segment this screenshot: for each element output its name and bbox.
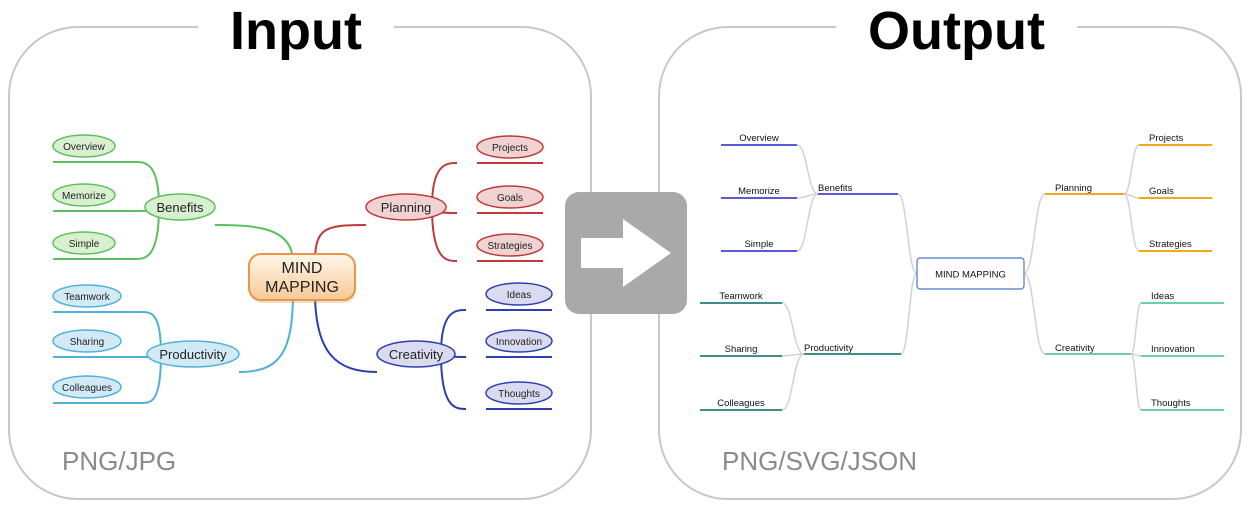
input-panel: Input PNG/JPG bbox=[8, 0, 592, 500]
node-ideas: Ideas bbox=[1151, 291, 1174, 302]
node-strategies: Strategies bbox=[1149, 239, 1192, 250]
child-connector bbox=[431, 162, 458, 208]
child-connector bbox=[134, 161, 160, 208]
child-connector bbox=[440, 309, 467, 355]
child-connector bbox=[796, 193, 819, 252]
node-simple: Simple bbox=[52, 231, 116, 255]
output-title: Output bbox=[836, 0, 1077, 62]
node-innovation: Innovation bbox=[485, 329, 553, 353]
branch-connector bbox=[314, 291, 378, 373]
node-overview: Overview bbox=[739, 133, 779, 144]
node-projects: Projects bbox=[1149, 133, 1184, 144]
node-thoughts: Thoughts bbox=[1151, 398, 1191, 409]
node-teamwork: Teamwork bbox=[719, 291, 763, 302]
node-label: Strategies bbox=[487, 241, 532, 252]
conversion-arrow bbox=[565, 192, 687, 314]
node-productivity: Productivity bbox=[804, 343, 853, 354]
child-connector bbox=[1130, 302, 1142, 355]
child-connector bbox=[781, 302, 805, 355]
child-connector bbox=[431, 206, 458, 262]
node-strategies: Strategies bbox=[476, 233, 544, 257]
node-projects: Projects bbox=[476, 135, 544, 159]
branch-connector bbox=[1023, 193, 1046, 275]
child-connector bbox=[781, 353, 805, 357]
node-overview: Overview bbox=[52, 134, 116, 158]
node-thoughts: Thoughts bbox=[485, 381, 553, 405]
child-connector bbox=[781, 353, 805, 411]
node-teamwork: Teamwork bbox=[52, 284, 122, 308]
output-connectors bbox=[781, 144, 1142, 411]
child-connector bbox=[1123, 144, 1140, 195]
node-label: Productivity bbox=[159, 347, 227, 362]
node-label: Colleagues bbox=[62, 383, 112, 394]
child-connector bbox=[440, 353, 467, 410]
node-label: Planning bbox=[381, 200, 432, 215]
node-label: Overview bbox=[63, 142, 105, 153]
child-connector bbox=[140, 353, 162, 404]
node-ideas: Ideas bbox=[485, 282, 553, 306]
branch-connector bbox=[214, 224, 294, 263]
node-label: Ideas bbox=[507, 290, 531, 301]
input-format-label: PNG/JPG bbox=[62, 446, 177, 476]
node-goals: Goals bbox=[1149, 186, 1174, 197]
node-memorize: Memorize bbox=[52, 183, 116, 207]
node-label: Goals bbox=[497, 193, 523, 204]
node-label: Simple bbox=[69, 239, 100, 250]
node-sharing: Sharing bbox=[725, 344, 758, 355]
node-colleagues: Colleagues bbox=[52, 375, 122, 399]
input-connectors bbox=[53, 161, 552, 410]
node-innovation: Innovation bbox=[1151, 344, 1195, 355]
branch-connector bbox=[1023, 272, 1046, 355]
node-label: Thoughts bbox=[498, 389, 540, 400]
node-label: Memorize bbox=[62, 191, 106, 202]
branch-connector bbox=[900, 272, 918, 355]
input-title: Input bbox=[198, 0, 394, 62]
branch-connector bbox=[314, 224, 367, 263]
child-connector bbox=[1123, 193, 1140, 252]
node-creativity: Creativity bbox=[1055, 343, 1095, 354]
node-productivity: Productivity bbox=[146, 340, 240, 368]
output-nodes: Benefits OverviewMemorizeSimpleProductivi… bbox=[700, 133, 1224, 411]
node-planning: Planning bbox=[1055, 183, 1092, 194]
node-simple: Simple bbox=[744, 239, 773, 250]
node-label: Innovation bbox=[496, 337, 542, 348]
node-goals: Goals bbox=[476, 185, 544, 209]
branch-connector bbox=[897, 193, 918, 275]
child-connector bbox=[1130, 353, 1142, 411]
node-creativity: Creativity bbox=[376, 340, 456, 368]
node-label: Creativity bbox=[389, 347, 444, 362]
output-format-label: PNG/SVG/JSON bbox=[722, 446, 918, 476]
node-center: MIND MAPPING bbox=[916, 257, 1025, 290]
node-benefits: Benefits bbox=[818, 183, 853, 194]
node-label: Teamwork bbox=[64, 292, 111, 303]
node-label: Sharing bbox=[70, 337, 104, 348]
node-memorize: Memorize bbox=[738, 186, 780, 197]
node-planning: Planning bbox=[365, 193, 447, 221]
node-benefits: Benefits bbox=[144, 193, 216, 221]
branch-connector bbox=[238, 291, 294, 373]
child-connector bbox=[796, 144, 819, 195]
node-sharing: Sharing bbox=[52, 329, 122, 353]
node-colleagues: Colleagues bbox=[717, 398, 765, 409]
child-connector bbox=[134, 206, 160, 260]
node-label: Projects bbox=[492, 143, 528, 154]
center-label: MIND MAPPING bbox=[935, 270, 1006, 281]
right-arrow-icon bbox=[581, 219, 671, 287]
node-label: Benefits bbox=[157, 200, 204, 215]
input-nodes: Benefits OverviewMemorizeSimpleProductivi… bbox=[52, 134, 553, 405]
